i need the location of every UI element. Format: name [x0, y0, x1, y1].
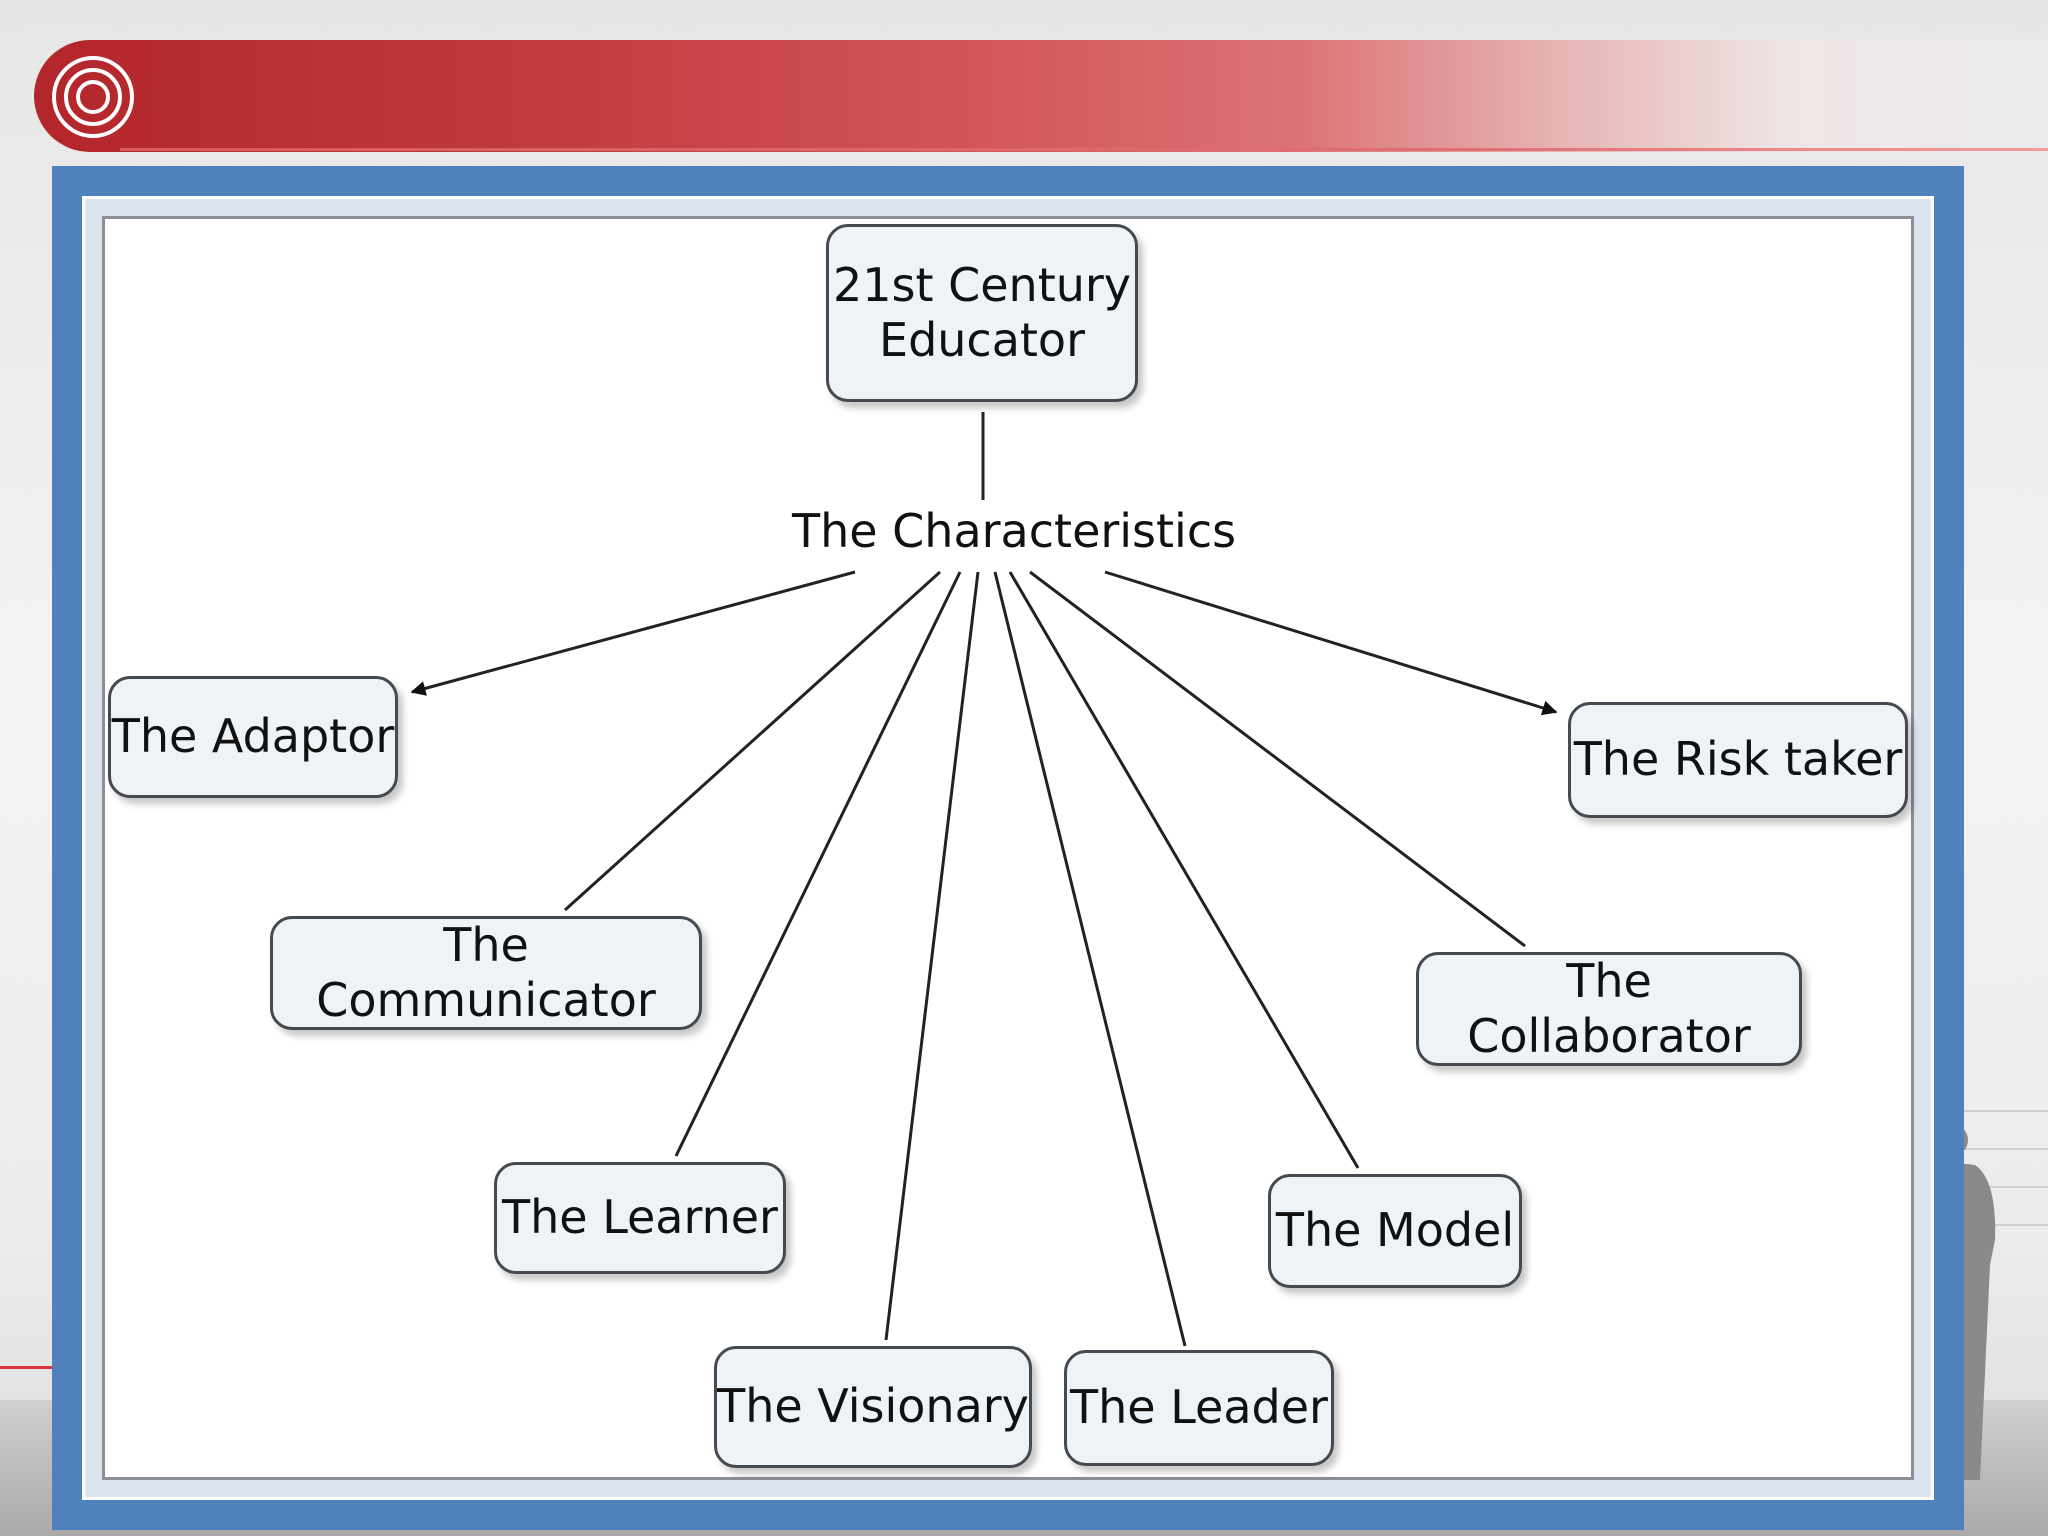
connector-model — [1008, 571, 1360, 1169]
connector-communicator — [563, 570, 942, 912]
node-adaptor[interactable]: The Adaptor — [108, 676, 398, 798]
connector-visionary — [884, 571, 980, 1341]
node-leader[interactable]: The Leader — [1064, 1350, 1334, 1466]
connector-leader — [993, 571, 1187, 1347]
node-visionary[interactable]: The Visionary — [714, 1346, 1032, 1468]
node-collaborator[interactable]: The Collaborator — [1416, 952, 1802, 1066]
concept-map-canvas — [102, 216, 1914, 1480]
node-communicator[interactable]: The Communicator — [270, 916, 702, 1030]
header-underline — [120, 148, 2048, 151]
link-label-characteristics: The Characteristics — [786, 504, 1243, 558]
root-node[interactable]: 21st Century Educator — [826, 224, 1138, 402]
connector-collaborator — [1029, 570, 1526, 948]
node-model[interactable]: The Model — [1268, 1174, 1522, 1288]
node-risk-taker[interactable]: The Risk taker — [1568, 702, 1908, 818]
connector-adaptor — [410, 570, 856, 696]
node-learner[interactable]: The Learner — [494, 1162, 786, 1274]
connector-learner — [674, 571, 962, 1157]
connector-risk-taker — [1104, 570, 1558, 716]
background-lines — [1950, 1110, 2048, 1310]
header-band — [34, 40, 2048, 152]
